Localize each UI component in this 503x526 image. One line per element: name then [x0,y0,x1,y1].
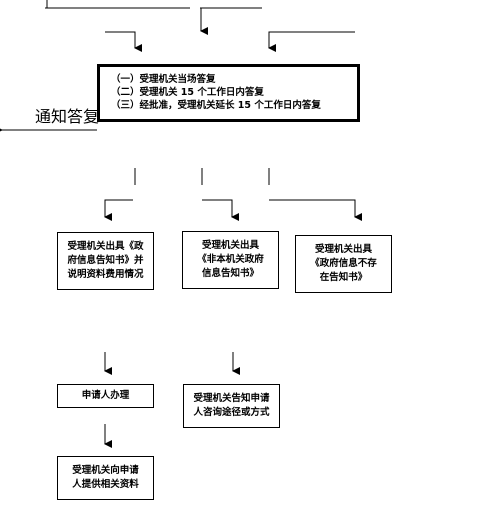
outcome-info-notice-line-2: 府信息告知书》并 [67,255,144,266]
outcome-not-this-agency-line-2: 《非本机关政府 [197,254,264,265]
inform-channel-line-2: 人咨询途径或方式 [193,407,270,418]
outcome-not-exist-line-2: 《政府信息不存 [310,258,377,269]
reply-option-3: （三）经批准，受理机关延长 15 个工作日内答复 [111,100,321,111]
outcome-not-this-agency-box: 受理机关出具 《非本机关政府 信息告知书》 [182,231,279,289]
inform-channel-box: 受理机关告知申请 人咨询途径或方式 [183,384,280,428]
connector-to-box-right [268,31,355,52]
applicant-handle-box: 申请人办理 [57,384,154,408]
connector-to-mid-outcome [202,199,239,221]
outcome-not-exist-line-3: 在告知书》 [319,272,368,283]
connector-to-left-outcome [104,199,133,221]
provide-material-line-2: 人提供相关资料 [72,479,139,490]
outcome-not-this-agency-line-1: 受理机关出具 [201,240,259,251]
connector-to-box-left [105,31,142,52]
outcome-not-exist-line-1: 受理机关出具 [314,244,372,255]
provide-material-box: 受理机关向申请 人提供相关资料 [57,456,154,500]
connector-to-right-outcome [269,199,362,221]
outcome-info-notice-line-1: 受理机关出具《政 [67,241,144,252]
applicant-handle-label: 申请人办理 [81,390,130,401]
outcome-not-exist-box: 受理机关出具 《政府信息不存 在告知书》 [295,235,392,293]
provide-material-line-1: 受理机关向申请 [72,465,139,476]
inform-channel-line-1: 受理机关告知申请 [193,393,270,404]
reply-option-2: （二）受理机关 15 个工作日内答复 [111,87,264,98]
outcome-info-notice-line-3: 说明资料费用情况 [67,269,144,280]
reply-option-1: （一）受理机关当场答复 [111,74,216,85]
notify-reply-label: 通知答复 [35,107,100,126]
outcome-info-notice-box: 受理机关出具《政 府信息告知书》并 说明资料费用情况 [57,232,154,290]
reply-options-box: （一）受理机关当场答复 （二）受理机关 15 个工作日内答复 （三）经批准，受理… [97,64,360,122]
outcome-not-this-agency-line-3: 信息告知书》 [201,268,259,279]
